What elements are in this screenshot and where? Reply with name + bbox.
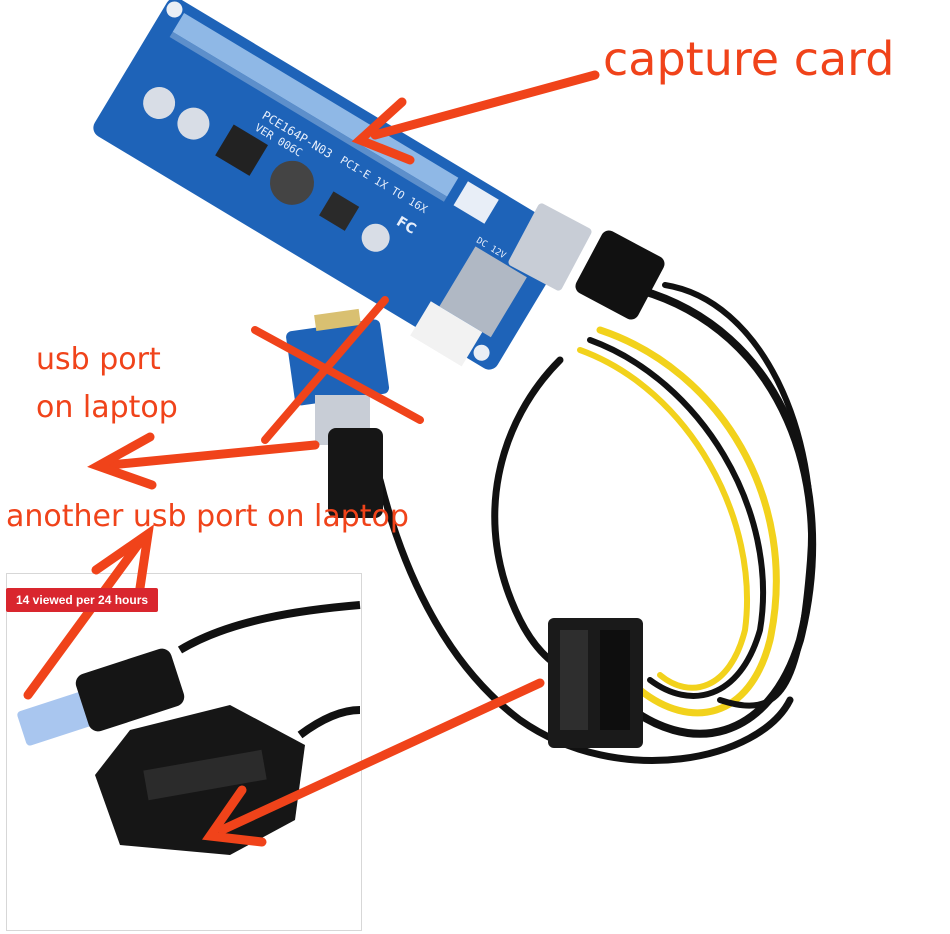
cross-line-1 xyxy=(251,326,424,424)
arrow-capture-card-head xyxy=(351,97,415,165)
arrow-usb-port-head xyxy=(87,432,157,490)
arrow-sata xyxy=(217,678,545,835)
arrow-sata-head xyxy=(202,785,267,847)
label-usb-port-line2: on laptop xyxy=(36,390,178,425)
label-usb-port: usb port on laptop xyxy=(36,336,178,432)
annotations xyxy=(23,70,600,847)
board-usb-connector xyxy=(508,203,665,320)
sata-power-connector xyxy=(548,618,643,748)
views-badge: 14 viewed per 24 hours xyxy=(6,588,159,612)
arrow-another-usb xyxy=(23,537,145,700)
pcie-1x-adapter xyxy=(286,308,390,518)
label-capture-card: capture card xyxy=(603,32,895,86)
label-another-usb-port: another usb port on laptop xyxy=(6,499,409,534)
label-usb-port-line1: usb port xyxy=(36,342,161,377)
arrow-usb-port xyxy=(105,440,320,470)
cross-line-2 xyxy=(261,296,389,444)
arrow-capture-card xyxy=(370,70,600,140)
arrow-another-usb-head xyxy=(91,524,154,593)
